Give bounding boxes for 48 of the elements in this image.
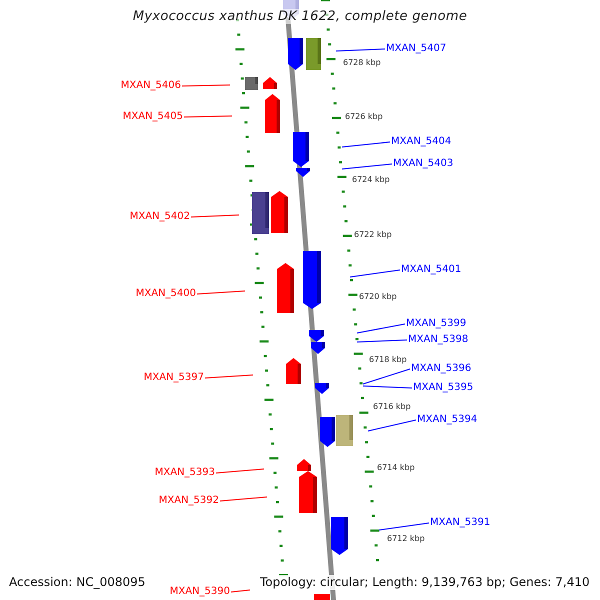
gene-label: MXAN_5403 (393, 157, 454, 171)
gene-label: MXAN_5402 (130, 210, 190, 224)
gene-label: MXAN_5401 (401, 263, 462, 277)
leader-line (216, 468, 264, 474)
leader-line (220, 496, 268, 502)
gene-label: MXAN_5390 (170, 585, 230, 599)
gene-label: MXAN_5398 (408, 333, 468, 347)
leader-line (190, 214, 240, 218)
leader-line (378, 522, 430, 530)
title: Myxococcus xanthus DK 1622, complete genome (132, 9, 468, 24)
gene-label: MXAN_5400 (136, 287, 196, 301)
leader-line (336, 48, 386, 52)
leader-line (196, 290, 246, 294)
scale-label: 6724 kbp (352, 175, 390, 185)
scale-label: 6714 kbp (377, 463, 415, 473)
leader-line (350, 270, 400, 278)
gene-label: MXAN_5405 (122, 110, 183, 124)
gene-label: MXAN_5394 (417, 413, 478, 427)
leader-line (184, 116, 232, 118)
leader-line (362, 386, 412, 388)
scale-label: 6722 kbp (354, 230, 392, 240)
scale-label: 6726 kbp (345, 112, 383, 122)
gene-label: MXAN_5407 (386, 42, 446, 56)
gene-label: MXAN_5392 (158, 494, 219, 508)
gene-label: MXAN_5397 (144, 371, 204, 385)
leader-line (204, 374, 254, 378)
leader-line (230, 590, 250, 592)
gene-label: MXAN_5406 (120, 79, 181, 93)
scale-label: 6712 kbp (387, 534, 425, 544)
scale-label: 6728 kbp (343, 58, 381, 68)
leader-line (342, 142, 390, 148)
scale-label: 6720 kbp (359, 292, 397, 302)
leader-line (362, 368, 410, 384)
footer-text: Topology: circular; Length: 9,139,763 bp; Genes: 7,410 (260, 575, 590, 590)
footer-text: Accession: NC_008095 (9, 575, 146, 590)
gene-label: MXAN_5391 (430, 516, 490, 530)
gene-label: MXAN_5395 (413, 381, 474, 395)
leader-line (368, 420, 416, 432)
gene-label: MXAN_5396 (411, 362, 472, 376)
leader-line (356, 340, 408, 342)
scale-label: 6718 kbp (369, 355, 407, 365)
leader-line (356, 324, 406, 334)
gene-label: MXAN_5393 (154, 466, 215, 480)
scale-label: 6716 kbp (373, 402, 411, 412)
leader-line (342, 164, 392, 170)
gene-label: MXAN_5404 (391, 135, 452, 149)
leader-line (182, 84, 230, 86)
gene-label: MXAN_5399 (406, 317, 466, 331)
